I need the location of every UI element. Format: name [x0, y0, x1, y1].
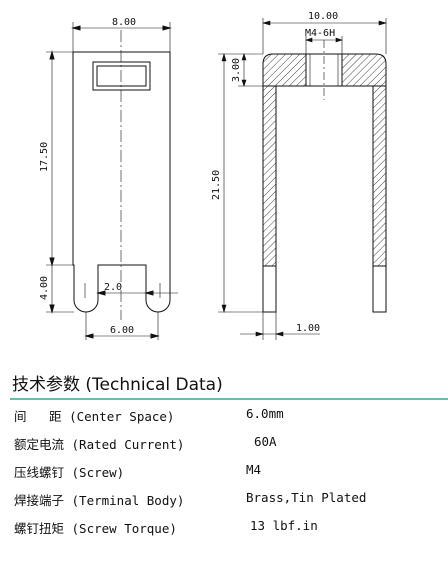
spec-row: 螺钉扭矩 (Screw Torque) 13 lbf.in — [14, 518, 444, 540]
dim-thread: M4-6H — [305, 28, 335, 39]
dim-block-height: 3.00 — [231, 58, 242, 82]
technical-drawing: 8.00 17.50 4.00 2.0 6.00 — [39, 11, 388, 340]
spec-label: 螺钉扭矩 (Screw Torque) — [14, 521, 177, 536]
dim-thickness: 1.00 — [296, 323, 320, 334]
spec-value: 60A — [254, 434, 277, 449]
dim-slot-width: 2.0 — [104, 282, 122, 293]
screw-window-inner — [96, 65, 147, 87]
spec-title: 技术参数 (Technical Data) — [12, 375, 223, 395]
spec-label: 额定电流 (Rated Current) — [14, 437, 185, 452]
dim-slot-length: 4.00 — [39, 276, 50, 300]
dim-body-length: 17.50 — [39, 142, 50, 172]
spec-label: 压线螺钉 (Screw) — [14, 465, 125, 480]
spec-row: 焊接端子 (Terminal Body) Brass,Tin Plated — [14, 490, 444, 512]
spec-row: 额定电流 (Rated Current) 60A — [14, 434, 444, 456]
dim-side-width: 10.00 — [308, 11, 338, 22]
dim-total-height: 21.50 — [211, 170, 222, 200]
spec-value: M4 — [246, 462, 262, 477]
spec-value: Brass,Tin Plated — [246, 490, 367, 505]
dim-top-width: 8.00 — [112, 17, 136, 28]
spec-row: 压线螺钉 (Screw) M4 — [14, 462, 444, 484]
front-view-outline — [72, 51, 171, 313]
side-view — [262, 40, 387, 313]
spec-label: 焊接端子 (Terminal Body) — [14, 493, 185, 508]
right-leg-tin — [372, 265, 387, 313]
screw-window — [92, 61, 151, 91]
spec-label: 间 距 (Center Space) — [14, 409, 175, 424]
right-leg — [372, 85, 387, 267]
left-leg-tin — [262, 265, 277, 313]
spec-row: 间 距 (Center Space) 6.0mm — [14, 406, 444, 428]
left-leg — [262, 85, 277, 267]
dim-bottom-width: 6.00 — [110, 325, 134, 336]
spec-divider — [10, 398, 448, 400]
spec-value: 13 lbf.in — [250, 518, 318, 533]
spec-value: 6.0mm — [246, 406, 284, 421]
front-view — [46, 22, 178, 340]
